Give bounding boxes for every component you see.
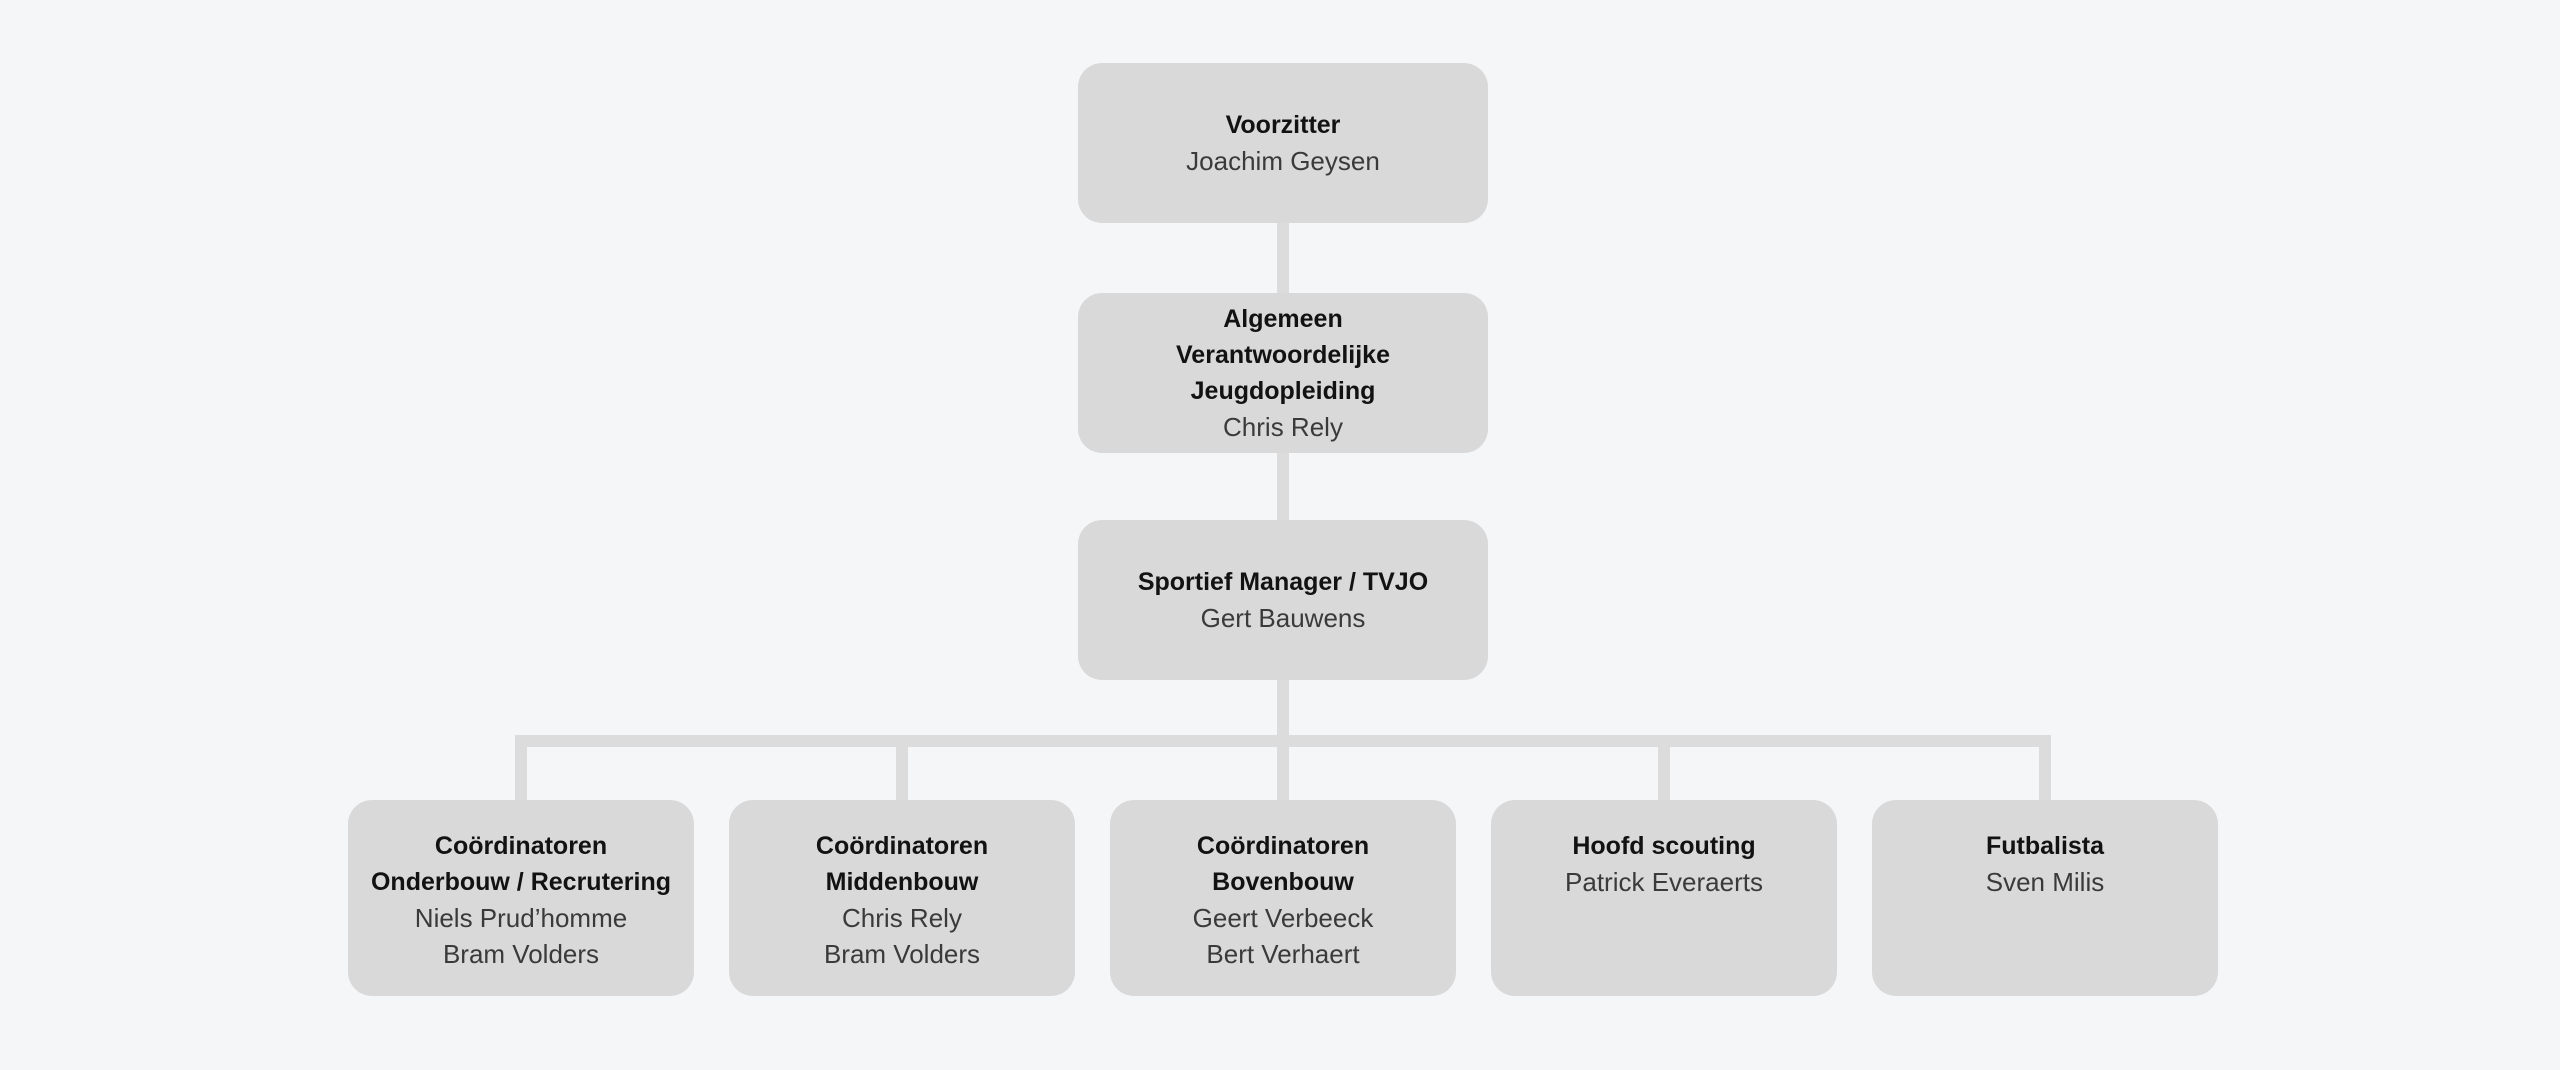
node-coordinatoren-onderbouw-recrutering: Coördinatoren Onderbouw / Recrutering Ni… bbox=[348, 800, 694, 996]
connector-stub-onderbouw bbox=[515, 746, 527, 801]
node-person: Chris Rely bbox=[842, 903, 962, 933]
node-voorzitter: Voorzitter Joachim Geysen bbox=[1078, 63, 1488, 223]
connector-stub-futbalista bbox=[2039, 746, 2051, 801]
node-sportief-manager-tvjo: Sportief Manager / TVJO Gert Bauwens bbox=[1078, 520, 1488, 680]
node-person: Niels Prud’homme bbox=[414, 903, 628, 933]
node-title-line: Jeugdopleiding bbox=[1190, 377, 1376, 405]
node-title-line: Onderbouw / Recrutering bbox=[370, 868, 672, 896]
node-algemeen-verantwoordelijke-jeugdopleiding: Algemeen Verantwoordelijke Jeugdopleidin… bbox=[1078, 293, 1488, 453]
node-title: Sportief Manager / TVJO bbox=[1137, 568, 1429, 596]
connector-algemeen-sportief bbox=[1277, 452, 1289, 521]
node-title-line: Coördinatoren bbox=[434, 832, 608, 860]
node-person: Chris Rely bbox=[1223, 412, 1343, 442]
connector-stub-hoofd-scouting bbox=[1658, 746, 1670, 801]
node-person: Gert Bauwens bbox=[1200, 603, 1366, 633]
connector-sportief-rail bbox=[1277, 679, 1289, 736]
node-person: Joachim Geysen bbox=[1186, 146, 1380, 176]
node-person: Bram Volders bbox=[823, 939, 981, 969]
connector-rail bbox=[515, 735, 2051, 747]
node-title-line: Coördinatoren bbox=[815, 832, 989, 860]
node-title-line: Verantwoordelijke bbox=[1176, 341, 1390, 369]
node-person: Sven Milis bbox=[1985, 867, 2105, 897]
node-coordinatoren-middenbouw: Coördinatoren Middenbouw Chris Rely Bram… bbox=[729, 800, 1075, 996]
node-title-line: Bovenbouw bbox=[1212, 868, 1354, 896]
node-person: Patrick Everaerts bbox=[1565, 867, 1763, 897]
connector-voorzitter-algemeen bbox=[1277, 222, 1289, 294]
node-title: Voorzitter bbox=[1225, 111, 1341, 139]
node-coordinatoren-bovenbouw: Coördinatoren Bovenbouw Geert Verbeeck B… bbox=[1110, 800, 1456, 996]
node-hoofd-scouting: Hoofd scouting Patrick Everaerts bbox=[1491, 800, 1837, 996]
node-title-line: Middenbouw bbox=[825, 868, 979, 896]
node-title-line: Algemeen bbox=[1223, 305, 1343, 333]
node-title: Futbalista bbox=[1985, 832, 2105, 860]
node-person: Geert Verbeeck bbox=[1192, 903, 1374, 933]
node-person: Bert Verhaert bbox=[1206, 939, 1360, 969]
connector-stub-middenbouw bbox=[896, 746, 908, 801]
node-futbalista: Futbalista Sven Milis bbox=[1872, 800, 2218, 996]
node-title: Hoofd scouting bbox=[1572, 832, 1756, 860]
node-person: Bram Volders bbox=[442, 939, 600, 969]
node-title-line: Coördinatoren bbox=[1196, 832, 1370, 860]
connector-stub-bovenbouw bbox=[1277, 746, 1289, 801]
